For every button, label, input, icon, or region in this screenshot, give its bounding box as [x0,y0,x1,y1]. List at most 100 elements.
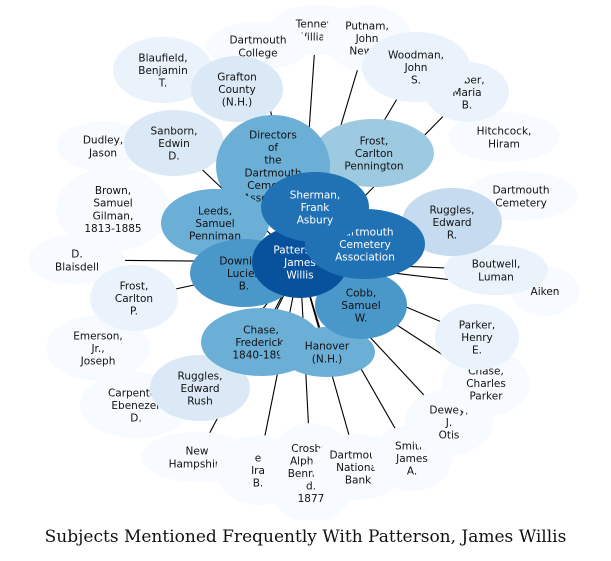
node-dartmouth-cemetery-association-label-line: Cemetery [339,239,391,251]
node-sanborn-edwin-d-shape [124,110,224,176]
node-boutwell-luman-label-line: Luman [478,271,514,283]
node-boutwell-luman-label: Boutwell,Luman [472,259,521,284]
node-brown-samuel-gilman-shape [56,167,170,251]
node-grafton-county-label-line: Grafton [217,71,257,83]
node-hanover-nh-label: Hanover(N.H.) [305,341,350,366]
node-emerson-joseph-label-line: Jr., [90,343,104,355]
node-new-hampshire-label-line: Hampshire [169,458,226,470]
node-boutwell-luman-label-line: Boutwell, [472,259,521,271]
node-sanborn-edwin-d-label-line: Sanborn, [151,125,198,137]
node-carpenter-ebenezer-d-label-line: Ebenezer [111,400,161,412]
node-frost-carlton-pennington-shape [314,119,434,187]
node-hanover-nh-label-line: Hanover [305,341,350,353]
node-blaufield-benjamin-t-shape [113,37,213,103]
node-ruggles-edward-rush-label-line: Ruggles, [178,370,223,382]
node-hitchcock-hiram[interactable]: Hitchcock,Hiram [448,112,560,162]
node-center-label-line: Willis [286,270,313,282]
node-dartmouth-cemetery-label-line: Dartmouth [492,185,549,197]
node-ira-b-label-line: Ira [251,465,265,477]
node-ruggles-edward-r-shape [402,188,502,256]
node-hitchcock-hiram-label: Hitchcock,Hiram [477,126,532,151]
node-sanborn-edwin-d-label-line: D. [168,151,179,163]
node-grafton-county-label-line: (N.H.) [222,97,252,109]
node-chase-charles-parker-label-line: Parker [469,391,503,403]
node-boutwell-luman[interactable]: Boutwell,Luman [444,245,548,295]
node-center-label-line: James [283,257,316,269]
node-crosby-alpheus-benning-label-line: d. [306,481,316,493]
node-brown-samuel-gilman-label-line: Samuel [93,198,132,210]
node-chase-frederick-label: Chase,Frederick,1840-1890 [232,324,289,361]
node-dartmouth-national-bank-label-line: Bank [345,475,372,487]
node-dudley-jason[interactable]: Dudley,Jason [57,121,149,171]
node-ruggles-edward-rush-shape [150,355,250,421]
node-blaufield-benjamin-t-label-line: T. [158,78,168,90]
node-blaisdell-d-label: D.Blaisdell [55,249,99,274]
node-emerson-joseph[interactable]: Emerson,Jr.,Joseph [46,315,150,381]
node-woodman-john-s-label-line: S. [411,75,421,87]
node-aiken-label-line: Aiken [531,286,560,298]
node-cobb-samuel-w-label-line: Samuel [341,300,380,312]
node-leeds-samuel-penniman-label-line: Penniman [189,231,241,243]
node-hanover-nh[interactable]: Hanover(N.H.) [279,327,375,377]
node-smith-james-a-label-line: James [395,453,428,465]
node-hanover-nh-shape [279,327,375,377]
node-dudley-jason-shape [57,121,149,171]
node-directors-label-line: Directors [249,130,297,142]
node-grafton-county-shape [191,56,283,122]
node-downing-lucien-b-label-line: Lucien [227,268,261,280]
node-dudley-jason-label-line: Dudley, [83,135,123,147]
node-blaisdell-d[interactable]: D.Blaisdell [29,235,125,285]
node-cobb-samuel-w-label-line: Cobb, [346,287,376,299]
node-sherman-frank-asbury-label-line: Sherman, [290,189,341,201]
node-directors-label-line: Dartmouth [244,167,301,179]
node-chase-frederick-label-line: Chase, [243,324,279,336]
node-dudley-jason-label: Dudley,Jason [83,135,123,160]
node-sherman-frank-asbury-label-line: Frank [301,202,331,214]
node-cobb-samuel-w-label-line: W. [355,313,368,325]
node-haber-maria-b-label-line: Maria [452,87,481,99]
node-directors-label-line: the [264,155,281,167]
node-downing-lucien-b-label-line: B. [239,281,250,293]
node-hitchcock-hiram-label-line: Hiram [488,138,520,150]
node-ruggles-edward-rush-label-line: Edward [180,383,219,395]
node-hitchcock-hiram-label-line: Hitchcock, [477,126,532,138]
node-hanover-nh-label-line: (N.H.) [312,353,342,365]
node-cobb-samuel-w-shape [315,271,407,339]
node-sherman-frank-asbury-label-line: Asbury [297,215,334,227]
node-grafton-county-label-line: County [218,84,255,96]
node-blaisdell-d-label-line: D. [71,249,82,261]
node-carpenter-ebenezer-d-label-line: D. [130,413,141,425]
node-emerson-joseph-label-line: Joseph [80,356,116,368]
node-dewey-j-otis-label-line: J. [445,417,452,429]
node-dudley-jason-label-line: Jason [88,147,117,159]
